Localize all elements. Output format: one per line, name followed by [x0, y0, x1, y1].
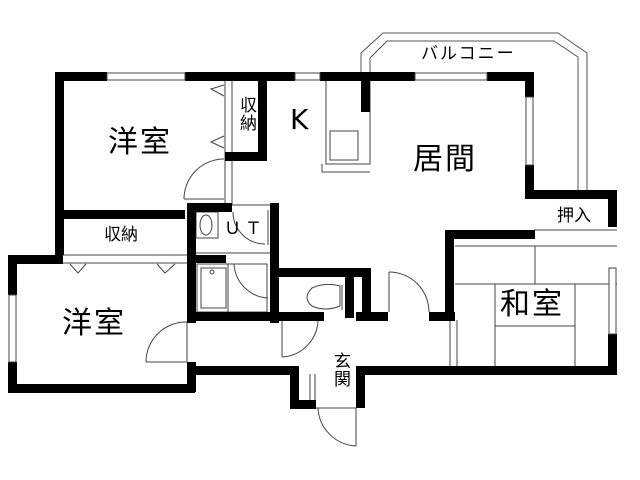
- windows: [8, 72, 617, 363]
- room-label-utility: ＵＴ: [224, 219, 266, 239]
- room-label-kitchen: K: [290, 103, 309, 136]
- walls: [8, 72, 617, 409]
- room-label-oshiire: 押入: [557, 206, 591, 226]
- room-label-living: 居間: [413, 142, 477, 177]
- balcony-outline: [360, 32, 588, 190]
- room-label-entrance: 玄関: [330, 352, 350, 388]
- room-label-japanese: 和室: [500, 287, 564, 322]
- room-label-western-lower: 洋室: [62, 306, 126, 341]
- interior-lines: [63, 80, 617, 447]
- room-label-balcony: バルコニー: [421, 44, 516, 64]
- room-label-closet-upper: 収納: [236, 96, 256, 132]
- room-label-closet-middle: 収納: [104, 225, 138, 245]
- room-label-western-upper: 洋室: [108, 125, 172, 160]
